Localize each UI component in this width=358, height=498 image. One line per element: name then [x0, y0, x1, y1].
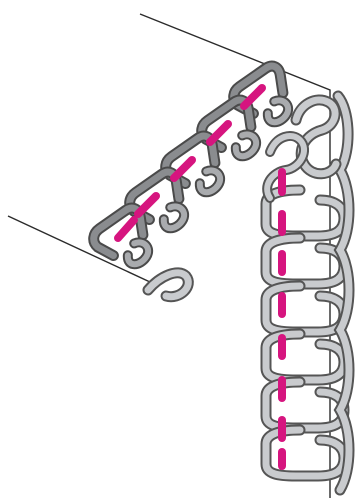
seam-illustration: [0, 0, 358, 498]
illustration-canvas: [0, 0, 358, 498]
